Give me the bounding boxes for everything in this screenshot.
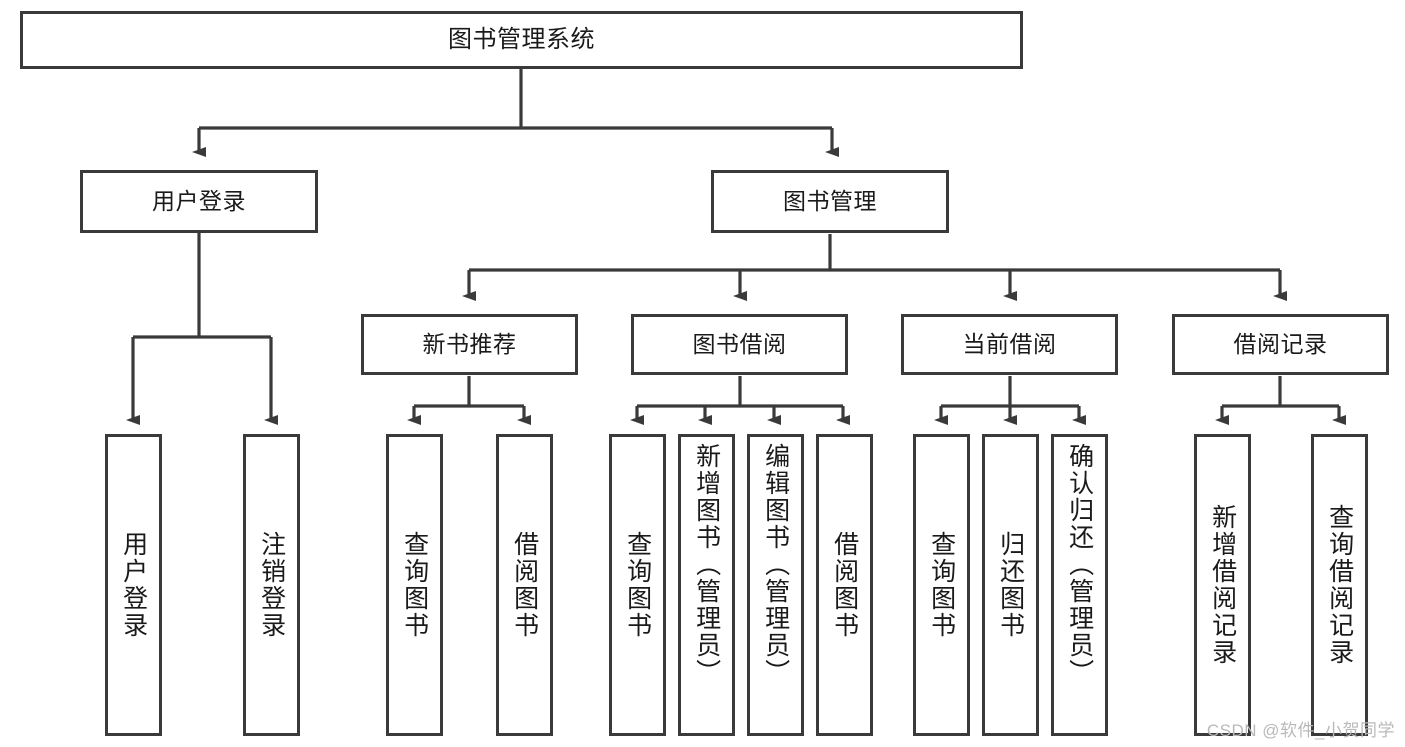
node-borrowing-records[interactable]: 借阅记录 [1172,314,1389,375]
node-leaf-confirm-return-admin[interactable]: 确认归还（管理员） [1051,434,1108,736]
node-label: 新增图书（管理员） [692,443,721,686]
node-leaf-return-book[interactable]: 归还图书 [982,434,1039,736]
node-root-book-management-system[interactable]: 图书管理系统 [20,11,1023,69]
node-label: 查询借阅记录 [1325,504,1354,666]
watermark-text: CSDN @软件_小贺同学 [1206,721,1395,740]
node-label: 新书推荐 [422,330,517,357]
node-leaf-logout[interactable]: 注销登录 [243,434,300,736]
node-label: 归还图书 [996,531,1025,639]
node-book-management[interactable]: 图书管理 [711,170,949,233]
node-label: 图书借阅 [692,330,787,357]
node-label: 查询图书 [927,531,956,639]
node-label: 新增借阅记录 [1208,504,1237,666]
node-label: 查询图书 [623,531,652,639]
node-new-book-recommendation[interactable]: 新书推荐 [361,314,578,375]
node-label: 图书管理 [783,187,877,214]
node-label: 编辑图书（管理员） [761,443,790,686]
node-label: 借阅图书 [510,531,539,639]
node-label: 查询图书 [400,531,429,639]
node-leaf-query-book-recommend[interactable]: 查询图书 [386,434,443,736]
node-leaf-query-book-borrow[interactable]: 查询图书 [609,434,666,736]
node-label: 图书管理系统 [448,25,595,53]
node-leaf-edit-book-admin[interactable]: 编辑图书（管理员） [747,434,804,736]
node-current-borrowing[interactable]: 当前借阅 [901,314,1118,375]
node-label: 用户登录 [119,531,148,639]
node-leaf-query-borrow-record[interactable]: 查询借阅记录 [1311,434,1368,736]
node-leaf-add-book-admin[interactable]: 新增图书（管理员） [678,434,735,736]
node-leaf-borrow-book-recommend[interactable]: 借阅图书 [496,434,553,736]
node-label: 用户登录 [152,187,246,214]
node-leaf-user-login[interactable]: 用户登录 [105,434,162,736]
node-book-borrowing[interactable]: 图书借阅 [631,314,848,375]
node-label: 借阅图书 [830,531,859,639]
node-leaf-borrow-book[interactable]: 借阅图书 [816,434,873,736]
node-user-login[interactable]: 用户登录 [80,170,318,233]
node-label: 当前借阅 [962,330,1057,357]
node-leaf-query-book-current[interactable]: 查询图书 [913,434,970,736]
node-label: 注销登录 [257,531,286,639]
node-label: 借阅记录 [1233,330,1328,357]
node-leaf-add-borrow-record[interactable]: 新增借阅记录 [1194,434,1251,736]
node-label: 确认归还（管理员） [1065,443,1094,686]
